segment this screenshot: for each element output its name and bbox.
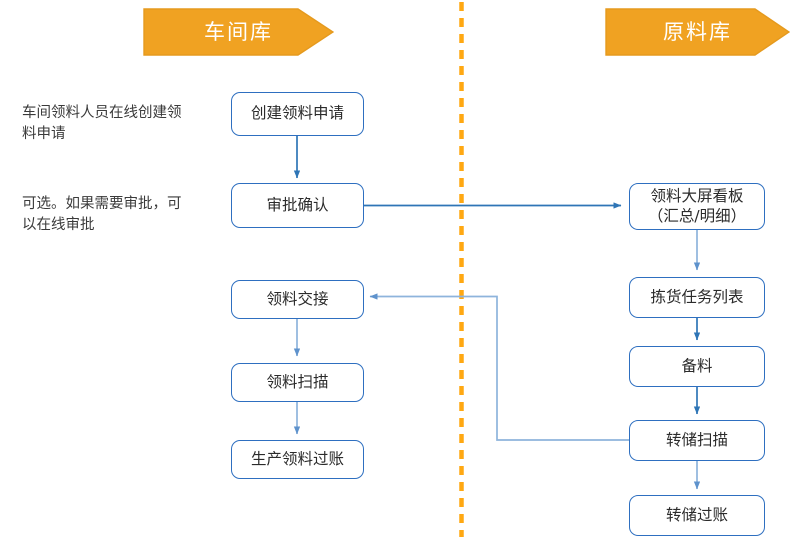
node-pick-task-list[interactable]: 拣货任务列表 [629, 277, 765, 318]
node-handover[interactable]: 领料交接 [231, 280, 364, 319]
banner-shape-material [605, 8, 790, 56]
node-pick-scan[interactable]: 领料扫描 [231, 363, 364, 402]
node-prepare[interactable]: 备料 [629, 346, 765, 387]
node-approval[interactable]: 审批确认 [231, 183, 364, 228]
lane-banner-material: 原料库 [605, 8, 790, 56]
banner-shape-workshop [143, 8, 334, 56]
annotation-approval: 可选。如果需要审批，可 以在线审批 [22, 196, 182, 234]
lane-banner-workshop: 车间库 [143, 8, 334, 56]
lane-banner-material-label: 原料库 [663, 19, 732, 44]
node-production-post[interactable]: 生产领料过账 [231, 440, 364, 479]
node-transfer-scan[interactable]: 转储扫描 [629, 420, 765, 461]
edge-transferscan-to-handover [369, 293, 629, 441]
node-transfer-post[interactable]: 转储过账 [629, 495, 765, 536]
node-create-request[interactable]: 创建领料申请 [231, 92, 364, 136]
node-dashboard[interactable]: 领料大屏看板 （汇总/明细） [629, 183, 765, 230]
annotation-create-request: 车间领料人员在线创建领 料申请 [22, 105, 182, 143]
lane-banner-workshop-label: 车间库 [204, 19, 273, 44]
